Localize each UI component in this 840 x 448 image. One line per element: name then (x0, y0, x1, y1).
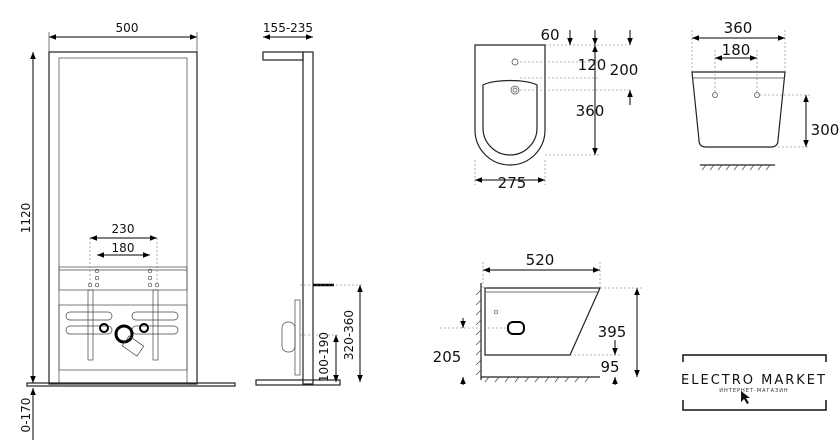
bidet-side-view: 520 395 205 95 (433, 251, 642, 385)
dim-60-label: 60 (540, 26, 559, 44)
side-drain-label: 205 (433, 348, 462, 366)
rear-width-label: 360 (724, 19, 753, 37)
bidet-top-view: 60 120 200 360 275 (474, 26, 639, 192)
logo-subtitle: ИНТЕРНЕТ-МАГАЗИН (719, 388, 788, 394)
side-length-label: 520 (526, 251, 555, 269)
dim-width-label: 500 (116, 21, 139, 35)
dim-275-label: 275 (498, 174, 527, 192)
frame-side-view: 155-235 100-190 320-360 (255, 21, 363, 386)
rear-hole-spacing-label: 180 (722, 41, 751, 59)
side-bottom-label: 95 (600, 358, 619, 376)
dim-200-label: 200 (610, 61, 639, 79)
rear-height-label: 300 (811, 121, 840, 139)
dim-depth-label: 155-235 (263, 21, 313, 35)
dim-drain-height-label: 100-190 (317, 332, 331, 382)
electro-market-logo: ELECTRO MARKET ИНТЕРНЕТ-МАГАЗИН (681, 354, 827, 411)
dim-120-label: 120 (578, 56, 607, 74)
dim-height-label: 1120 (19, 203, 33, 234)
dim-180-label: 180 (112, 241, 135, 255)
cursor-icon (741, 391, 750, 404)
dim-230-label: 230 (112, 222, 135, 236)
logo-title: ELECTRO MARKET (681, 373, 827, 388)
dim-bracket-height-label: 320-360 (342, 310, 356, 360)
frame-front-view: 500 1120 0-170 230 180 (19, 21, 236, 440)
side-height-label: 395 (598, 323, 627, 341)
bidet-rear-view: 360 180 300 (691, 19, 840, 171)
dim-floor-label: 0-170 (19, 398, 33, 433)
dim-360-label: 360 (576, 102, 605, 120)
